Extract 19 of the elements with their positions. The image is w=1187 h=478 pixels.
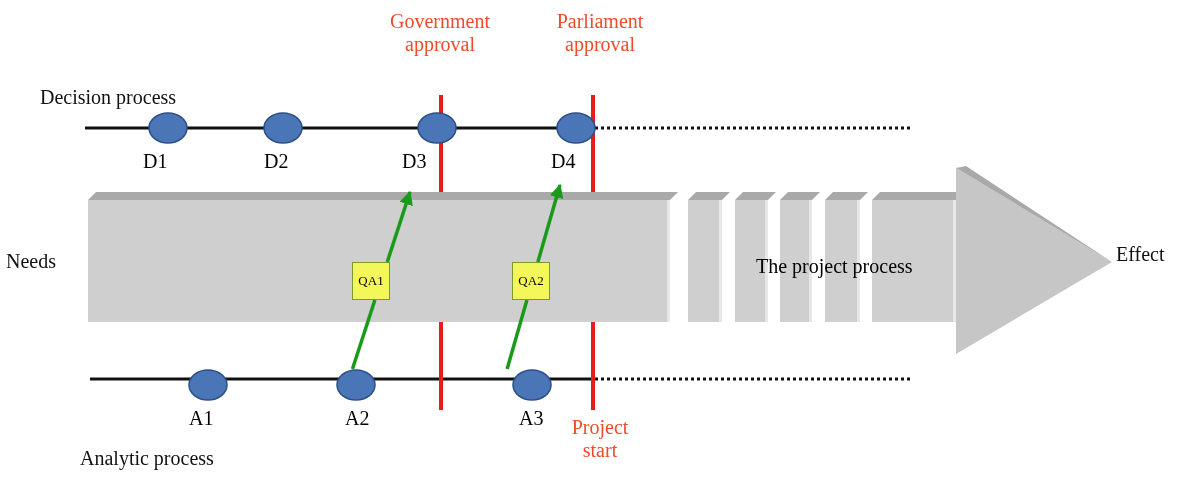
milestone-label: Government approval [389, 10, 491, 56]
process-label: The project process [756, 255, 913, 277]
milestone-label: A2 [345, 407, 370, 429]
milestone-label: D1 [143, 150, 168, 172]
label: Analytic process [80, 447, 214, 470]
milestone-label: D4 [551, 150, 576, 172]
qa-box: QA1 [352, 262, 390, 300]
arrow [536, 183, 564, 263]
milestone-label: A1 [189, 407, 214, 429]
milestone-label: A3 [519, 407, 544, 429]
milestone-label: Parliament approval [555, 10, 645, 56]
arrow [385, 190, 413, 263]
qa-box: QA2 [512, 262, 550, 300]
milestone-label: D2 [264, 150, 289, 172]
milestone-label: D3 [402, 150, 427, 172]
milestone-label: Project start [570, 416, 630, 462]
label: Needs [6, 250, 56, 273]
label: Effect [1116, 243, 1165, 266]
label: Decision process [40, 86, 177, 109]
